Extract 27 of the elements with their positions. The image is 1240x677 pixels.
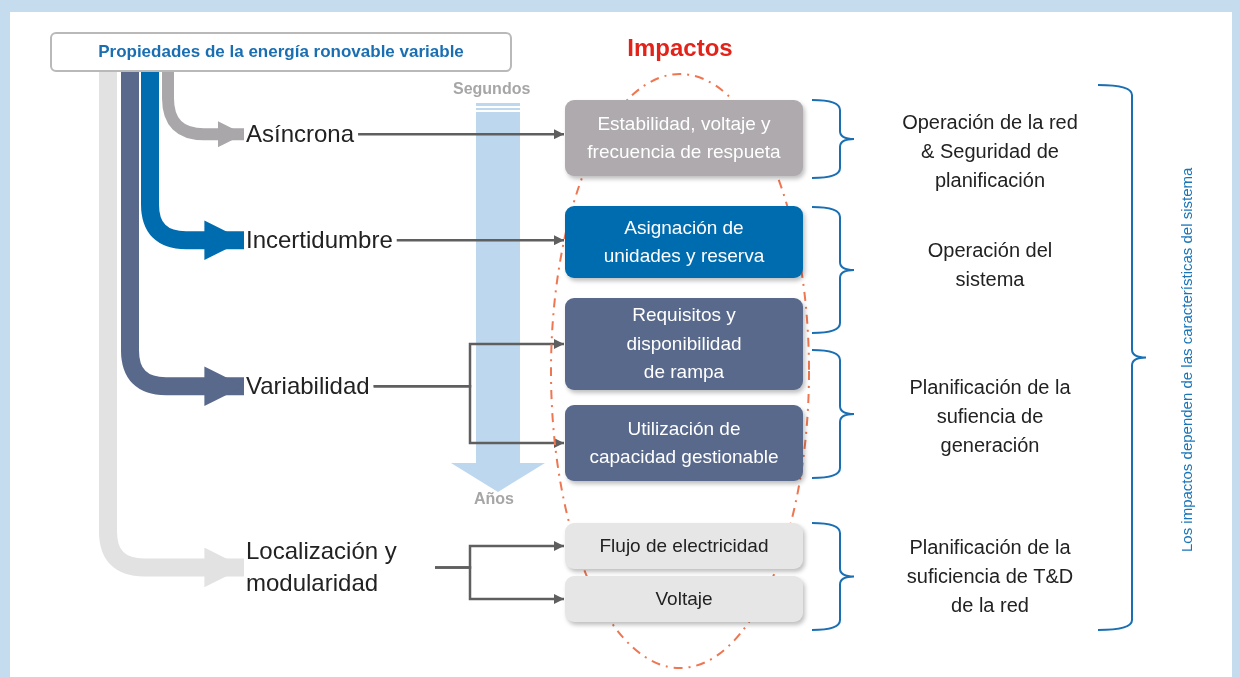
property-label: Variabilidad: [246, 370, 370, 403]
category-label: Planificación de la suficiencia de T&D de la red: [905, 534, 1075, 618]
connector-arrow: [358, 129, 564, 140]
connector-arrow: [373, 384, 564, 448]
connector-arrow: [396, 235, 564, 246]
category-label: Operación del sistema: [926, 238, 1054, 292]
property-label: Localización y modularidad: [246, 535, 431, 600]
time-scale-label: Segundos: [453, 80, 531, 98]
connector-arrow: [435, 566, 564, 604]
category-label: Operación de la red & Seguridad de planificación: [901, 109, 1079, 193]
curved-arrow: [141, 72, 244, 260]
property-label: Asíncrona: [246, 118, 355, 151]
impact-box: Asignación de unidades y reserva: [565, 206, 803, 278]
impact-box: Voltaje: [565, 576, 803, 622]
curved-arrow: [121, 72, 244, 406]
summary-note: Los impactos dependen de las características del sistema: [1176, 166, 1196, 555]
category-label: Planificación de la sufiencia de generación: [908, 374, 1072, 458]
impacts-heading: Impactos: [626, 34, 734, 62]
property-label: Incertidumbre: [246, 224, 393, 257]
time-scale-label: Años: [474, 490, 514, 508]
impact-box: Flujo de electricidad: [565, 523, 803, 569]
curved-arrow: [162, 72, 244, 148]
impact-box: Utilización de capacidad gestionable: [565, 405, 803, 481]
impact-box: Requisitos y disponibilidad de rampa: [565, 298, 803, 390]
title-box: Propiedades de la energía ronovable variable: [50, 32, 512, 72]
impact-box: Estabilidad, voltaje y frecuencia de respueta: [565, 100, 803, 176]
curved-arrow: [99, 72, 244, 588]
